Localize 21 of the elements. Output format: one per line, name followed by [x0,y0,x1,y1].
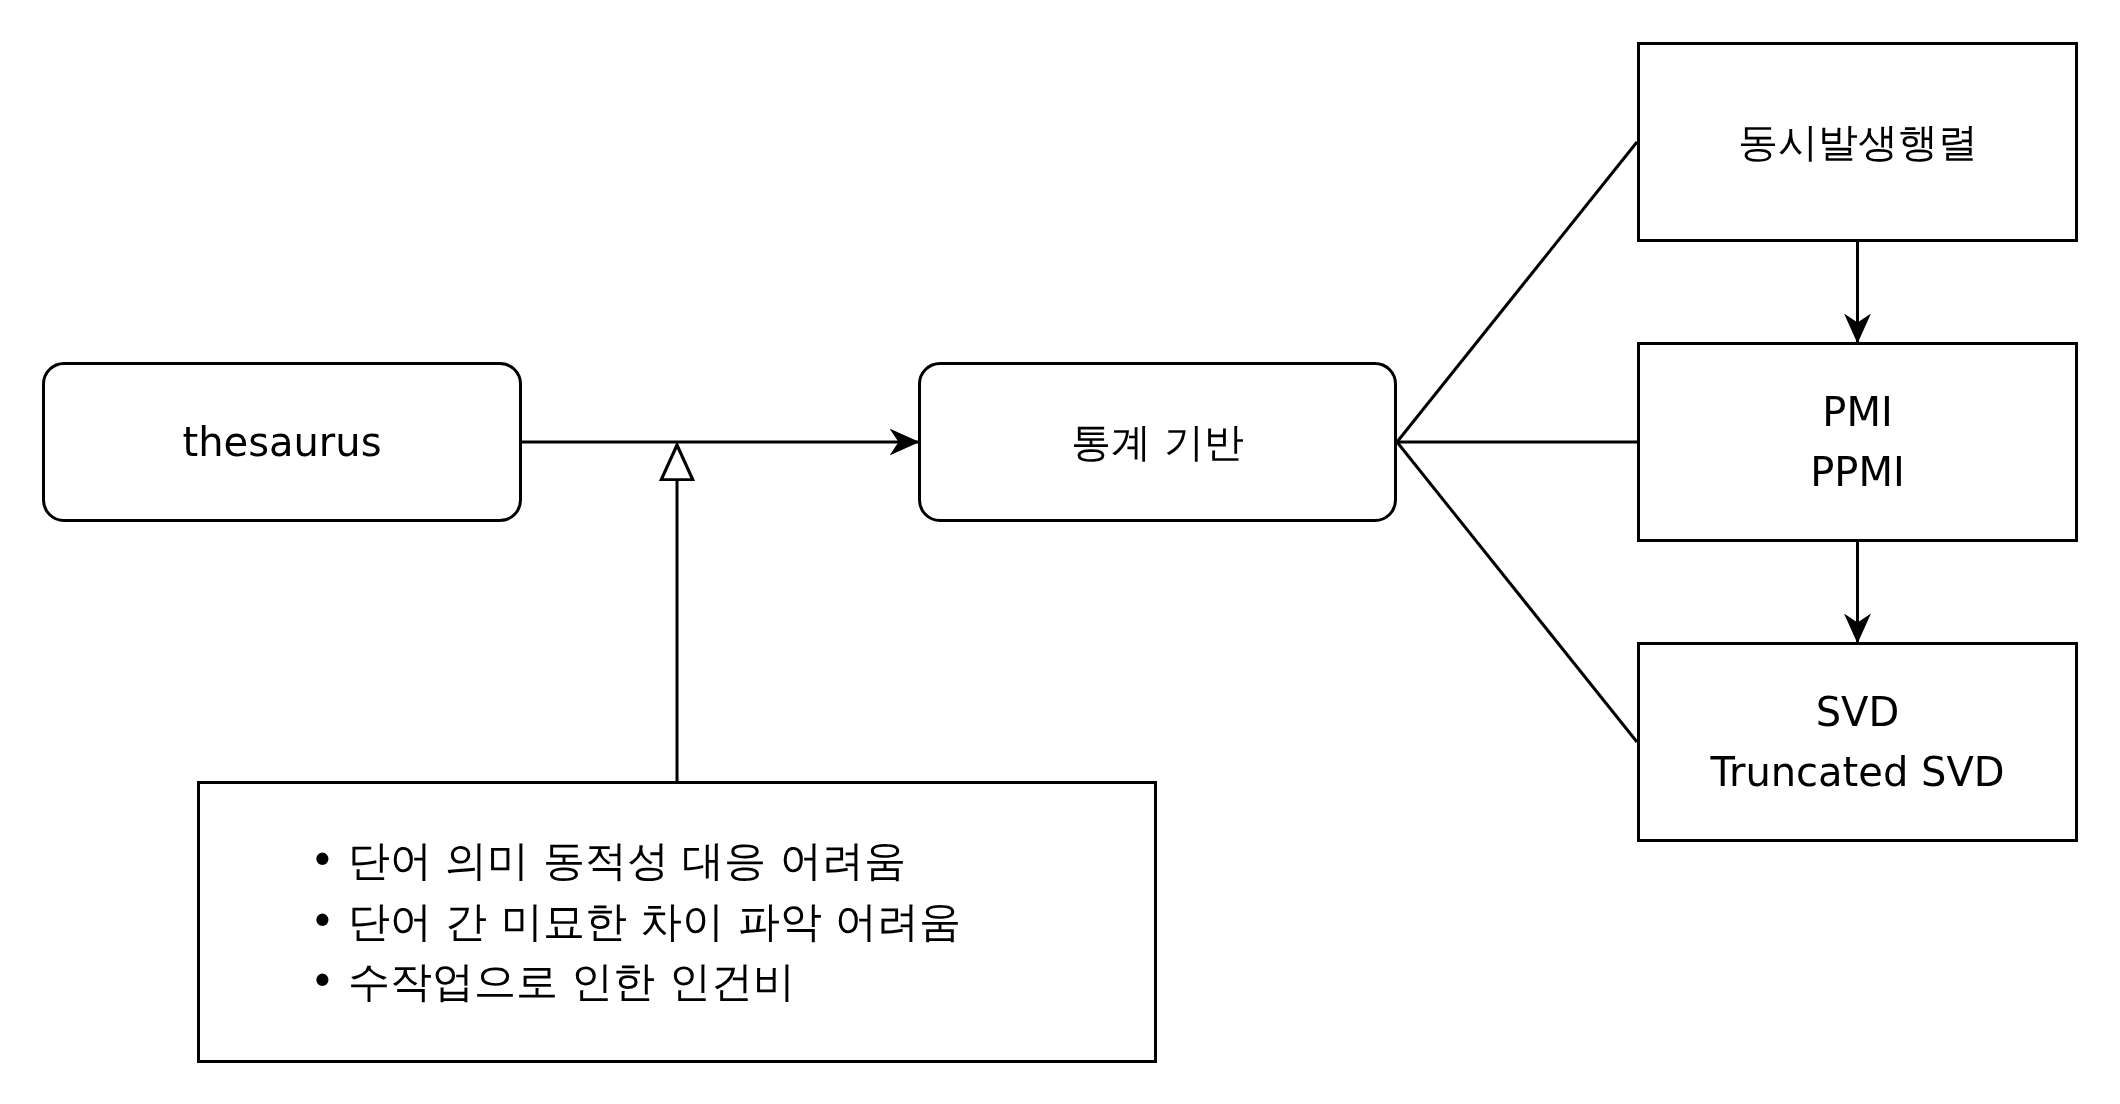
bullet-item: • 단어 간 미묘한 차이 파악 어려움 [310,895,962,948]
note-box [197,781,1157,1063]
arrow [1844,242,1871,344]
arrow [659,443,695,781]
node-label: SVD Truncated SVD [1710,688,2005,797]
node-label: 통계 기반 [1071,418,1244,467]
bullet-item: • 수작업으로 인한 인건비 [310,956,796,1009]
connector-line [1395,441,1639,743]
rounded-box [918,362,1397,522]
connector-line [1395,141,1639,443]
connector-line [1397,440,1637,444]
arrow [522,428,920,456]
process-box [1637,342,2078,542]
process-box [1637,642,2078,842]
node-label: thesaurus [182,418,382,467]
node-label: 동시발생행렬 [1737,118,1978,167]
process-box [1637,42,2078,242]
arrow [1844,542,1871,644]
node-label: PMI PPMI [1809,388,1906,497]
rounded-box [42,362,522,522]
bullet-item: • 단어 의미 동적성 대응 어려움 [310,834,907,887]
